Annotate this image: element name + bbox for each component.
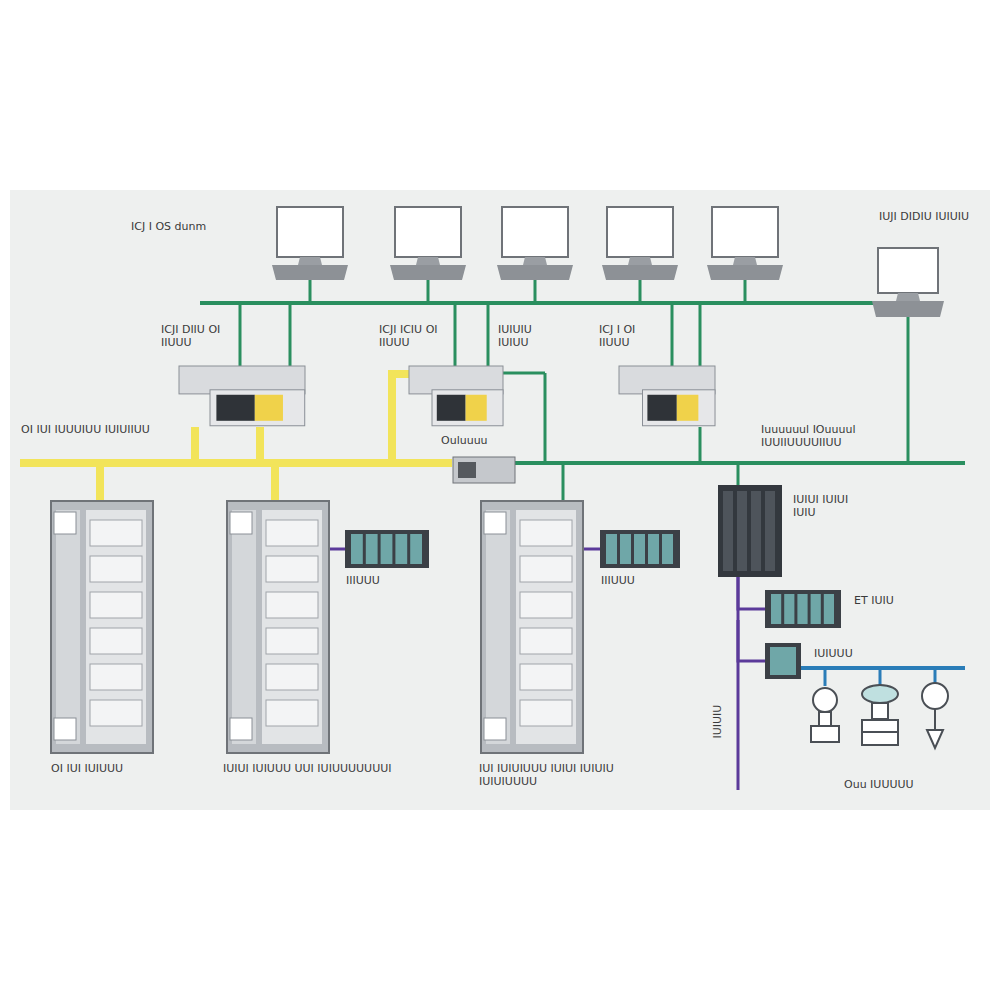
- as-figure: [718, 485, 782, 577]
- server-drop-line: [487, 303, 490, 367]
- node-label: IUIUUU: [813, 647, 854, 660]
- client-drop-line: [744, 280, 747, 303]
- cabinet-figure: [480, 500, 584, 754]
- engineering-station: IUJI DIDIU IUIUIU: [868, 245, 948, 320]
- client-drop-line: [534, 280, 537, 303]
- client-drop-line: [427, 280, 430, 303]
- node-label: IUI IUIUIUUU IUIUI IUIUIU IUIUIUUUU: [478, 762, 655, 788]
- field-device: [811, 688, 839, 742]
- server-drop-line: [671, 303, 674, 367]
- os-server: ICJ I OI IIUUU: [618, 365, 716, 427]
- client-monitor: [602, 207, 678, 280]
- client-monitor: [497, 207, 573, 280]
- terminal-bus: [200, 301, 910, 305]
- server-yellow-line: [392, 370, 410, 378]
- server-drop-line: [289, 303, 292, 367]
- field-drop-line: [879, 668, 882, 686]
- annotation-label: ICJ I OS dunm: [130, 220, 207, 233]
- field-drop-line: [824, 668, 827, 686]
- legacy-bus: [20, 459, 452, 467]
- field-device: [862, 685, 898, 745]
- profibus-connector: [738, 577, 765, 661]
- profibus-connector: [738, 577, 765, 609]
- node-label: ICJ I OI IIUUU: [598, 323, 662, 349]
- cabinet-drop-line: [271, 463, 279, 502]
- gateway: Ouluuuu: [452, 456, 516, 484]
- node-label: IUJI DIDIU IUIUIU: [878, 210, 970, 223]
- io-station: ET IUIU: [765, 590, 841, 628]
- client-monitor: [707, 207, 783, 280]
- control-cabinet: IUI IUIUIUUU IUIUI IUIUIU IUIUIUUUU: [480, 500, 584, 754]
- server-plant-line: [544, 373, 547, 463]
- server-yellow-line: [191, 427, 199, 463]
- automation-system: IUIUI IUIUI IUIU: [718, 485, 782, 577]
- module-figure: [345, 530, 429, 568]
- cabinet-drop-line: [96, 463, 104, 502]
- annotation-label: Iuuuuuul IOuuuul IUUIIUUUUIIUU: [760, 423, 902, 449]
- monitor-figure: [868, 245, 948, 320]
- io-station: IIIUUU: [345, 530, 429, 568]
- client-drop-line: [309, 280, 312, 303]
- client-drop-line: [639, 280, 642, 303]
- module-figure: [600, 530, 680, 568]
- field-device: [922, 683, 948, 748]
- bus-label: IUIUIU: [711, 704, 724, 740]
- server-plant-line: [500, 372, 545, 375]
- background-panel: [10, 190, 990, 810]
- profibus-connector: [330, 548, 345, 551]
- station-drop-line: [907, 320, 910, 463]
- node-label: ET IUIU: [853, 594, 895, 607]
- client-monitor: [390, 207, 466, 280]
- node-label: OI IUI IUIUUU: [50, 762, 124, 775]
- annotation-label: Ouu IUUUUU: [843, 778, 915, 791]
- server-drop-line: [454, 303, 457, 367]
- control-cabinet: OI IUI IUIUUU: [50, 500, 154, 754]
- server-drop-line: [239, 303, 242, 367]
- server-drop-line: [699, 303, 702, 367]
- server-yellow-line: [388, 370, 396, 463]
- link-figure: [765, 643, 801, 679]
- node-label: IUIUI IUIUI IUIU: [792, 493, 858, 519]
- server-figure: [408, 365, 504, 427]
- server-yellow-line: [256, 427, 264, 463]
- annotation-label: OI IUI IUUUIUU IUIUIIUU: [20, 423, 151, 436]
- client-monitor: [272, 207, 348, 280]
- cabinet-drop-line: [562, 463, 565, 502]
- node-label: IIIUUU: [345, 574, 381, 587]
- node-label: ICJI DIIU OI IIUUU: [160, 323, 232, 349]
- server-figure: [178, 365, 306, 427]
- node-label: ICJI ICIU OI IIUUU: [378, 323, 450, 349]
- server-plant-line: [699, 427, 702, 463]
- annotation-label: IUIUIU IUIUU: [497, 323, 559, 349]
- io-station: IIIUUU: [600, 530, 680, 568]
- gateway-figure: [452, 456, 516, 484]
- bus-link: IUIUUU: [765, 643, 801, 679]
- cabinet-figure: [226, 500, 330, 754]
- control-cabinet: IUIUI IUIUUU UUI IUIUUUUUUUI: [226, 500, 330, 754]
- node-label: IUIUI IUIUUU UUI IUIUUUUUUUI: [222, 762, 393, 775]
- cabinet-figure: [50, 500, 154, 754]
- os-server: ICJI ICIU OI IIUUU: [408, 365, 504, 427]
- server-figure: [618, 365, 716, 427]
- node-label: Ouluuuu: [440, 434, 489, 447]
- os-server: ICJI DIIU OI IIUUU: [178, 365, 306, 427]
- plant-bus: [500, 461, 965, 465]
- profibus-connector: [584, 548, 600, 551]
- node-label: IIIUUU: [600, 574, 636, 587]
- module-figure: [765, 590, 841, 628]
- controller-drop-line: [737, 463, 740, 487]
